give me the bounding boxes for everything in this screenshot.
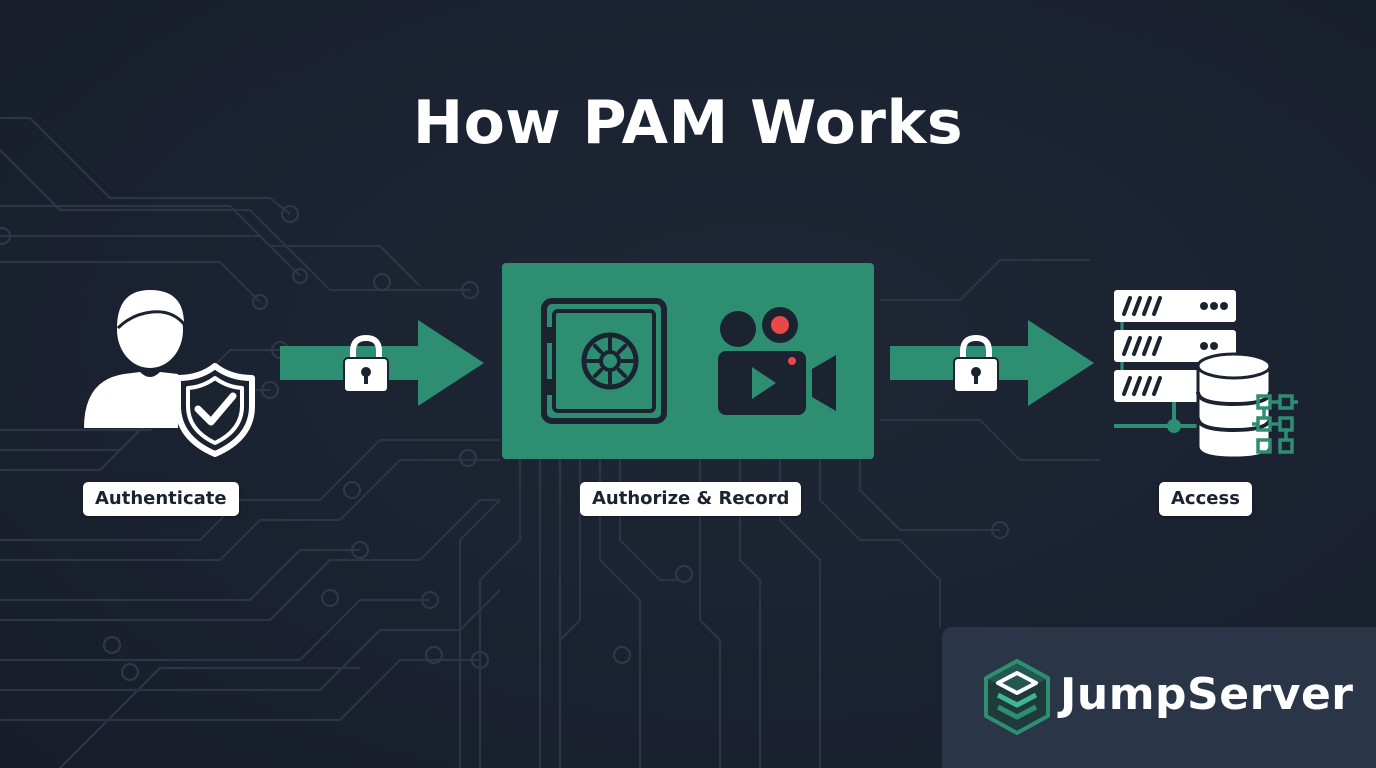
- authorize-record-box: [502, 263, 874, 459]
- padlock-icon: [343, 334, 389, 393]
- jumpserver-cube-logo-icon: [984, 659, 1050, 735]
- user-shield-check-icon: [84, 290, 255, 457]
- video-camera-record-icon: [718, 307, 836, 415]
- padlock-icon: [953, 334, 999, 393]
- brand-panel: JumpServer: [942, 627, 1376, 768]
- step-label-access: Access: [1159, 482, 1252, 516]
- network-grid-icon: [1252, 394, 1298, 454]
- vault-safe-icon: [541, 298, 667, 424]
- step-label-authorize-record: Authorize & Record: [580, 482, 802, 516]
- server-database-network-icon: [1114, 290, 1298, 460]
- diagram-title: How PAM Works: [412, 88, 964, 158]
- step-label-authenticate: Authenticate: [83, 482, 239, 516]
- database-icon: [1196, 352, 1272, 460]
- brand-name: JumpServer: [1060, 669, 1354, 720]
